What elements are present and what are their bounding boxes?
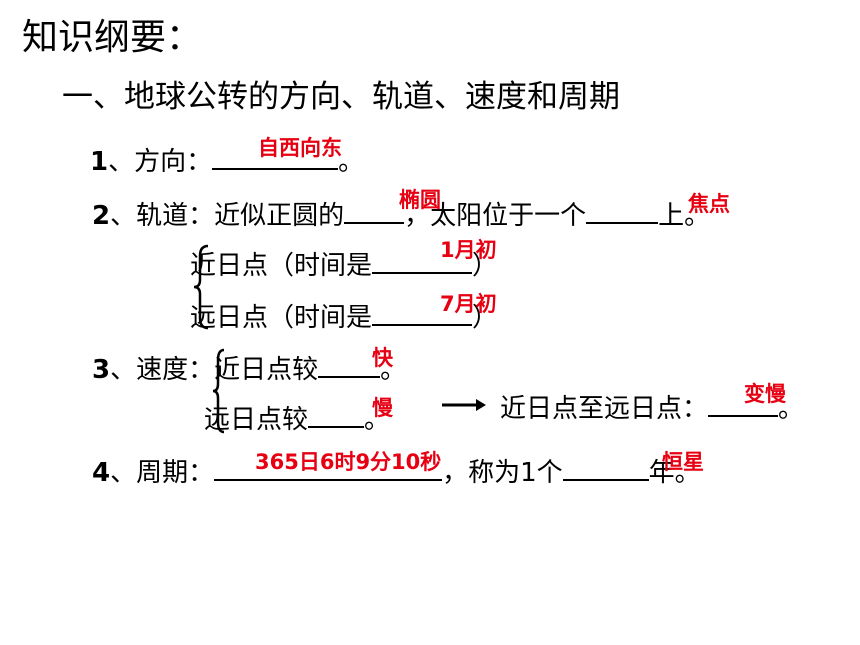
item-3-far-line: 远日点较 。 <box>204 404 390 433</box>
item-3-far-blank <box>308 404 365 428</box>
aphelion-line: 远日点（时间是 ） <box>190 302 498 331</box>
answer-ellipse: 椭圆 <box>399 188 441 212</box>
speed-trend-end: 。 <box>778 394 805 424</box>
item-2-blank-a <box>344 200 405 224</box>
item-1-end: 。 <box>338 147 365 177</box>
item-3-label: 、速度： <box>110 355 215 385</box>
perihelion-end: ） <box>472 251 499 281</box>
perihelion-blank <box>372 250 473 274</box>
section-heading: 一、地球公转的方向、轨道、速度和周期 <box>62 79 620 115</box>
item-2-end: 上。 <box>658 201 711 231</box>
item-2-number: 2 <box>92 201 111 231</box>
answer-perihelion-time: 1月初 <box>440 238 497 262</box>
perihelion-label: 近日点（时间是 <box>190 251 373 281</box>
speed-trend-blank <box>708 393 779 417</box>
item-4-blank-b <box>562 457 649 481</box>
brace-orbit-points <box>193 244 209 330</box>
item-3-far-end: 。 <box>364 405 391 435</box>
item-3-near: 近日点较 <box>214 355 319 385</box>
item-3-near-blank <box>318 354 381 378</box>
item-1-direction: 1、方向： 。 <box>90 146 364 175</box>
slide-title: 知识纲要： <box>22 17 203 58</box>
item-4-end: 年。 <box>648 458 701 488</box>
item-1-blank <box>212 146 339 170</box>
item-3-near-end: 。 <box>380 355 407 385</box>
item-2-label: 、轨道：近似正圆的 <box>110 201 345 231</box>
item-2-blank-b <box>586 200 659 224</box>
item-4-mid: ，称为1个 <box>442 458 563 488</box>
item-4-number: 4 <box>92 458 111 488</box>
item-1-label: 、方向： <box>108 147 213 177</box>
speed-trend-line: 近日点至远日点： 。 <box>500 393 804 422</box>
item-4-blank-a <box>214 457 443 481</box>
item-2-orbit: 2、轨道：近似正圆的 ，太阳位于一个 上。 <box>92 200 710 229</box>
speed-trend-label: 近日点至远日点： <box>500 394 709 424</box>
item-4-period: 4、周期： ，称为1个 年。 <box>92 457 701 486</box>
aphelion-end: ） <box>472 303 499 333</box>
brace-speed <box>212 348 225 434</box>
aphelion-label: 远日点（时间是 <box>190 303 373 333</box>
arrow-right-icon <box>442 399 486 411</box>
perihelion-line: 近日点（时间是 ） <box>190 250 498 279</box>
item-4-label: 、周期： <box>110 458 215 488</box>
answer-aphelion-time: 7月初 <box>440 292 497 316</box>
item-2-mid: ，太阳位于一个 <box>404 201 587 231</box>
answer-speed-far: 慢 <box>372 396 393 420</box>
item-3-number: 3 <box>92 355 111 385</box>
answer-speed-near: 快 <box>372 346 393 370</box>
answer-speed-trend: 变慢 <box>744 382 786 406</box>
item-3-far: 远日点较 <box>204 405 309 435</box>
item-1-number: 1 <box>90 147 109 177</box>
answer-period: 365日6时9分10秒 <box>255 450 442 474</box>
aphelion-blank <box>372 302 473 326</box>
answer-sidereal: 恒星 <box>662 450 704 474</box>
answer-focus: 焦点 <box>688 192 730 216</box>
answer-direction: 自西向东 <box>258 136 342 160</box>
item-3-speed: 3、速度：近日点较 。 <box>92 354 406 383</box>
